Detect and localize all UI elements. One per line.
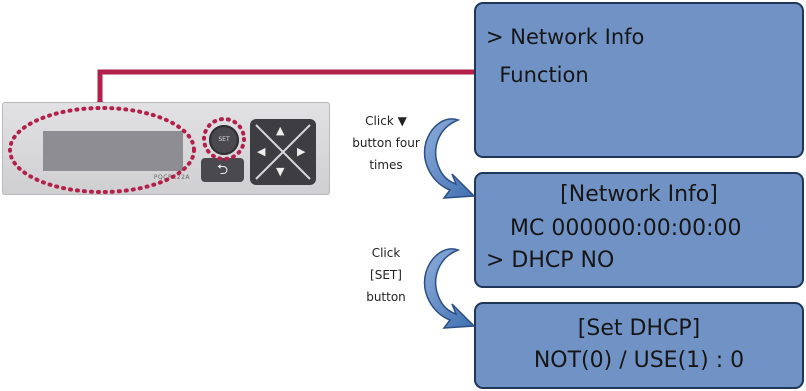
menu-item-network-info: > Network Info (486, 25, 645, 49)
direction-pad[interactable]: ▲ ◀ ▶ ▼ (250, 119, 316, 185)
step1-line-2: button four (352, 136, 420, 150)
step1-instruction: Click ▼ button four times (330, 110, 442, 176)
controller-display (43, 131, 183, 171)
step2-line-2: [SET] (370, 268, 402, 282)
dpad-cross-icon (255, 124, 311, 180)
set-dhcp-screen: [Set DHCP] NOT(0) / USE(1) : 0 (474, 302, 804, 389)
step2-line-3: button (366, 290, 406, 304)
step1-line-1: Click ▼ (365, 114, 407, 128)
step1-curved-arrow-icon (423, 118, 476, 199)
dpad-up-icon[interactable]: ▲ (276, 124, 285, 137)
mac-address-line: MC 000000:00:00:00 (510, 216, 742, 241)
step2-instruction: Click [SET] button (330, 242, 442, 308)
set-button-highlight (202, 117, 246, 161)
network-info-screen: [Network Info] MC 000000:00:00:00 > DHCP… (474, 172, 804, 288)
dpad-down-icon[interactable]: ▼ (276, 165, 285, 178)
display-highlight (8, 106, 196, 194)
dhcp-line: > DHCP NO (486, 248, 615, 273)
back-button[interactable]: ⮌ (201, 158, 244, 182)
dpad-right-icon[interactable]: ▶ (297, 145, 306, 158)
set-dhcp-title: [Set DHCP] (577, 316, 701, 341)
menu-screen: > Network Info Function (474, 2, 804, 158)
step1-line-3: times (369, 158, 403, 172)
dhcp-value-line: NOT(0) / USE(1) : 0 (533, 348, 745, 373)
network-info-title: [Network Info] (560, 182, 718, 207)
dpad-left-icon[interactable]: ◀ (257, 145, 266, 158)
step2-line-1: Click (371, 246, 401, 260)
menu-item-function: Function (486, 63, 589, 87)
set-button[interactable]: SET (209, 125, 239, 155)
step2-curved-arrow-icon (423, 248, 476, 329)
